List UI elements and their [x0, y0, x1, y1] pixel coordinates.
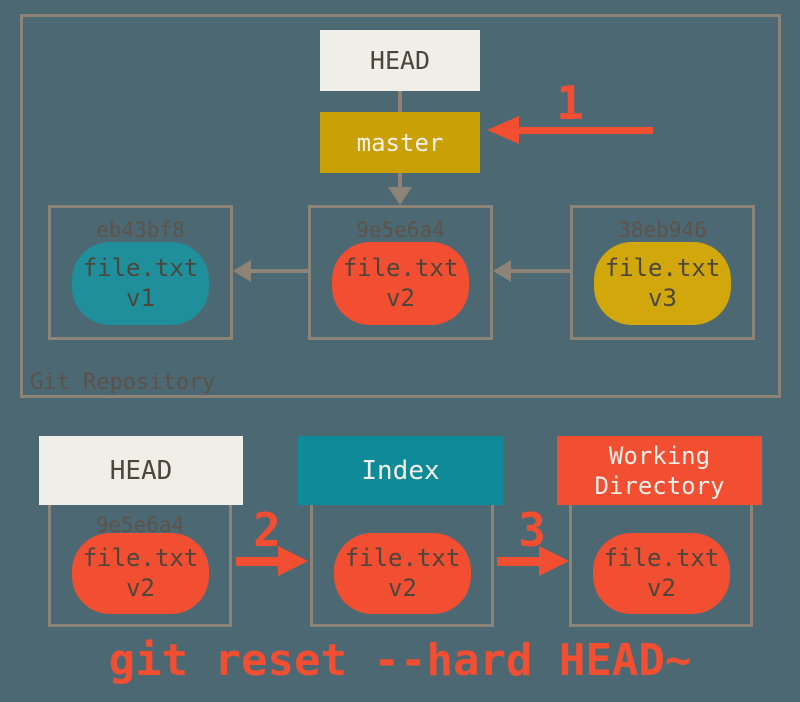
- git-repository-label: Git Repository: [30, 370, 216, 395]
- index-tree-title: Index: [361, 455, 440, 486]
- step-1-label: 1: [556, 76, 584, 130]
- index-tree-file-blob: file.txt v2: [334, 533, 471, 614]
- file-blob-name: file.txt: [344, 544, 461, 573]
- step-2-label: 2: [253, 503, 281, 557]
- step-1-arrowhead-icon: [487, 116, 519, 144]
- file-blob-name: file.txt: [603, 544, 720, 573]
- commit-hash-label: 9e5e6a4: [356, 218, 445, 242]
- commit-box-38eb946: 38eb946: [570, 205, 755, 340]
- commit-box-9e5e6a4: 9e5e6a4: [308, 205, 493, 340]
- head-ref-label: HEAD: [369, 46, 431, 75]
- master-to-commit-line: [398, 173, 402, 189]
- file-blob-version: v3: [648, 283, 677, 312]
- file-blob-version: v2: [388, 573, 417, 602]
- commit-box-eb43bf8: eb43bf8: [48, 205, 233, 340]
- git-repository-box: [20, 14, 781, 398]
- file-blob-v2: file.txt v2: [332, 242, 469, 325]
- git-command-caption: git reset --hard HEAD~: [108, 635, 692, 686]
- head-tree-file-blob: file.txt v2: [72, 533, 209, 614]
- commit2-to-commit1-line: [250, 269, 308, 273]
- step-3-label: 3: [518, 503, 546, 557]
- file-blob-v1: file.txt v1: [72, 242, 209, 325]
- file-blob-version: v1: [126, 283, 155, 312]
- commit2-to-commit1-arrowhead-icon: [233, 260, 251, 282]
- master-to-commit-arrowhead-icon: [388, 187, 412, 205]
- file-blob-v3: file.txt v3: [594, 242, 731, 325]
- file-blob-version: v2: [647, 573, 676, 602]
- commit3-to-commit2-arrowhead-icon: [493, 260, 511, 282]
- working-directory-title: Working Directory: [594, 441, 725, 500]
- head-tree-header: HEAD: [39, 436, 243, 505]
- step-3-arrow-line: [497, 557, 541, 566]
- master-branch-label: master: [356, 128, 444, 157]
- file-blob-name: file.txt: [82, 544, 199, 573]
- file-blob-name: file.txt: [342, 254, 459, 283]
- commit-hash-label: 38eb946: [618, 218, 707, 242]
- file-blob-version: v2: [386, 283, 415, 312]
- working-directory-file-blob: file.txt v2: [593, 533, 730, 614]
- file-blob-version: v2: [126, 573, 155, 602]
- step-3-arrowhead-icon: [539, 546, 569, 576]
- head-tree-title: HEAD: [109, 455, 173, 486]
- step-2-arrowhead-icon: [278, 546, 308, 576]
- file-blob-name: file.txt: [82, 254, 199, 283]
- commit3-to-commit2-line: [510, 269, 570, 273]
- commit-hash-label: eb43bf8: [96, 218, 185, 242]
- file-blob-name: file.txt: [604, 254, 721, 283]
- step-2-arrow-line: [236, 557, 280, 566]
- step-1-arrow-line: [519, 127, 653, 134]
- index-tree-header: Index: [298, 436, 503, 505]
- working-directory-header: Working Directory: [557, 436, 762, 505]
- head-to-master-line: [398, 91, 402, 112]
- head-ref-box: HEAD: [320, 30, 480, 91]
- master-branch-box: master: [320, 112, 480, 173]
